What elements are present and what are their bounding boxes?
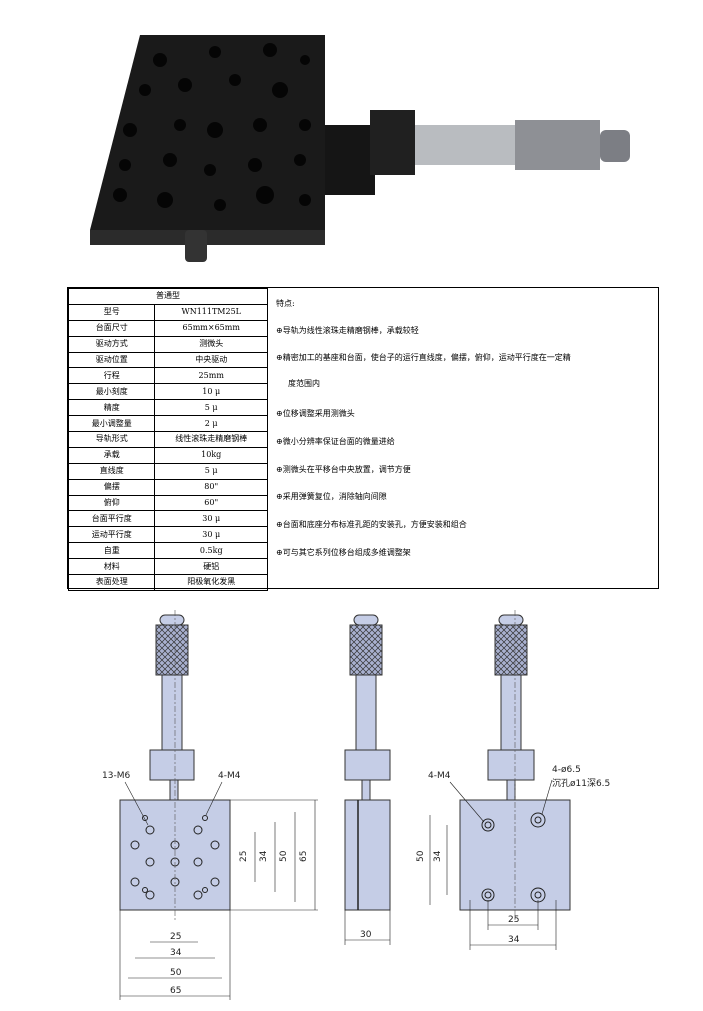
spec-value: 25mm	[154, 367, 268, 385]
spec-label: 型号	[67, 303, 156, 321]
micrometer-barrel	[415, 125, 515, 165]
spec-value: 线性滚珠走精磨钢棒	[154, 431, 268, 448]
spec-value: 阳极氧化发黑	[154, 574, 268, 591]
technical-drawings: 13-M6 4-M4 25 34 50 65 25 34 50 65	[102, 610, 610, 1000]
top-view-drawing: 13-M6 4-M4 25 34 50 65 25 34 50 65	[102, 610, 318, 1000]
side-view-drawing: 30	[344, 614, 391, 945]
spec-label: 承载	[67, 446, 156, 464]
spec-value: 10 μ	[154, 383, 268, 401]
table-row: 驱动位置中央驱动	[67, 351, 268, 369]
table-row: 导轨形式线性滚珠走精磨钢棒	[67, 431, 268, 448]
callout-counterbore: 沉孔ø11深6.5	[552, 778, 610, 789]
spec-value: 10kg	[154, 446, 268, 464]
spec-label: 俯仰	[67, 494, 156, 512]
spec-label: 表面处理	[67, 574, 156, 591]
callout-4-m4: 4-M4	[218, 771, 241, 781]
dim-v-50: 50	[279, 850, 289, 862]
spec-label: 驱动方式	[67, 335, 156, 353]
micrometer-thimble	[515, 120, 600, 170]
spec-value: 2 μ	[154, 415, 268, 433]
spec-value: 0.5kg	[154, 542, 268, 560]
feature-item: ⊕位移调整采用测微头	[276, 409, 355, 418]
spec-value: 60"	[154, 494, 268, 512]
callout-4-hole: 4-ø6.5	[552, 765, 581, 775]
dim-bottom-v-50: 50	[416, 850, 426, 862]
feature-item: ⊕测微头在平移台中央放置，调节方便	[276, 465, 411, 474]
feature-item: ⊕采用弹簧复位，消除轴向间隙	[276, 492, 387, 501]
dim-v-65: 65	[299, 851, 309, 862]
spec-label: 行程	[67, 367, 156, 385]
feature-item: ⊕台面和底座分布标准孔距的安装孔，方便安装和组合	[276, 520, 467, 529]
spec-label: 台面平行度	[67, 510, 156, 528]
spec-label: 运动平行度	[67, 526, 156, 544]
spec-value: 5 μ	[154, 462, 268, 480]
dim-side-30: 30	[360, 930, 372, 940]
feature-item: ⊕微小分辨率保证台面的微量进给	[276, 437, 395, 446]
spec-label: 偏摆	[67, 478, 156, 496]
dim-v-25: 25	[239, 851, 249, 862]
spec-label: 直线度	[67, 462, 156, 480]
spec-value: 30 μ	[154, 526, 268, 544]
spec-label: 最小调整量	[67, 415, 156, 433]
dim-v-34: 34	[259, 850, 269, 862]
dim-bottom-34: 34	[508, 935, 520, 945]
feature-item: ⊕导轨为线性滚珠走精磨钢棒，承载较轻	[276, 326, 419, 335]
spec-label: 精度	[67, 399, 156, 417]
spec-value: 65mm×65mm	[154, 319, 268, 337]
dim-65: 65	[170, 986, 181, 996]
dim-50: 50	[170, 968, 182, 978]
table-row: 材料硬铝	[67, 558, 268, 576]
spec-label: 台面尺寸	[67, 319, 156, 337]
mounting-holes	[113, 43, 311, 211]
table-row: 驱动方式测微头	[67, 335, 268, 353]
spec-label: 自重	[67, 542, 156, 560]
bottom-view-drawing: 4-M4 4-ø6.5 沉孔ø11深6.5 25 34 50 34	[416, 610, 610, 950]
feature-item: ⊕精密加工的基座和台面，使台子的运行直线度，偏摆，俯仰，运动平行度在一定精	[276, 353, 571, 362]
feature-item: ⊕可与其它系列位移台组成多维调整架	[276, 548, 411, 557]
lock-knob	[185, 230, 207, 262]
spec-label: 最小刻度	[67, 383, 156, 401]
features-title: 特点:	[276, 299, 295, 308]
table-row: 表面处理阳极氧化发黑	[67, 574, 268, 591]
spec-header: 普通型	[68, 288, 268, 305]
stage-plate-side	[344, 799, 391, 911]
callout-13-m6: 13-M6	[102, 771, 130, 781]
feature-item: 度范围内	[288, 379, 320, 388]
spec-value: WN111TM25L	[154, 303, 268, 321]
spec-value: 硬铝	[154, 558, 268, 576]
spec-value: 中央驱动	[154, 351, 268, 369]
callout-bottom-4-m4: 4-M4	[428, 771, 451, 781]
features-panel: 特点: ⊕导轨为线性滚珠走精磨钢棒，承载较轻 ⊕精密加工的基座和台面，使台子的运…	[273, 288, 658, 588]
dim-25: 25	[170, 932, 181, 942]
dim-bottom-25: 25	[508, 915, 519, 925]
spec-value: 80"	[154, 478, 268, 496]
spec-label: 导轨形式	[67, 431, 156, 448]
spec-value: 5 μ	[154, 399, 268, 417]
spec-value: 30 μ	[154, 510, 268, 528]
spec-value: 测微头	[154, 335, 268, 353]
dim-bottom-v-34: 34	[433, 850, 443, 862]
dim-34: 34	[170, 948, 182, 958]
spec-label: 驱动位置	[67, 351, 156, 369]
spec-label: 材料	[67, 558, 156, 576]
product-photo	[90, 35, 630, 262]
